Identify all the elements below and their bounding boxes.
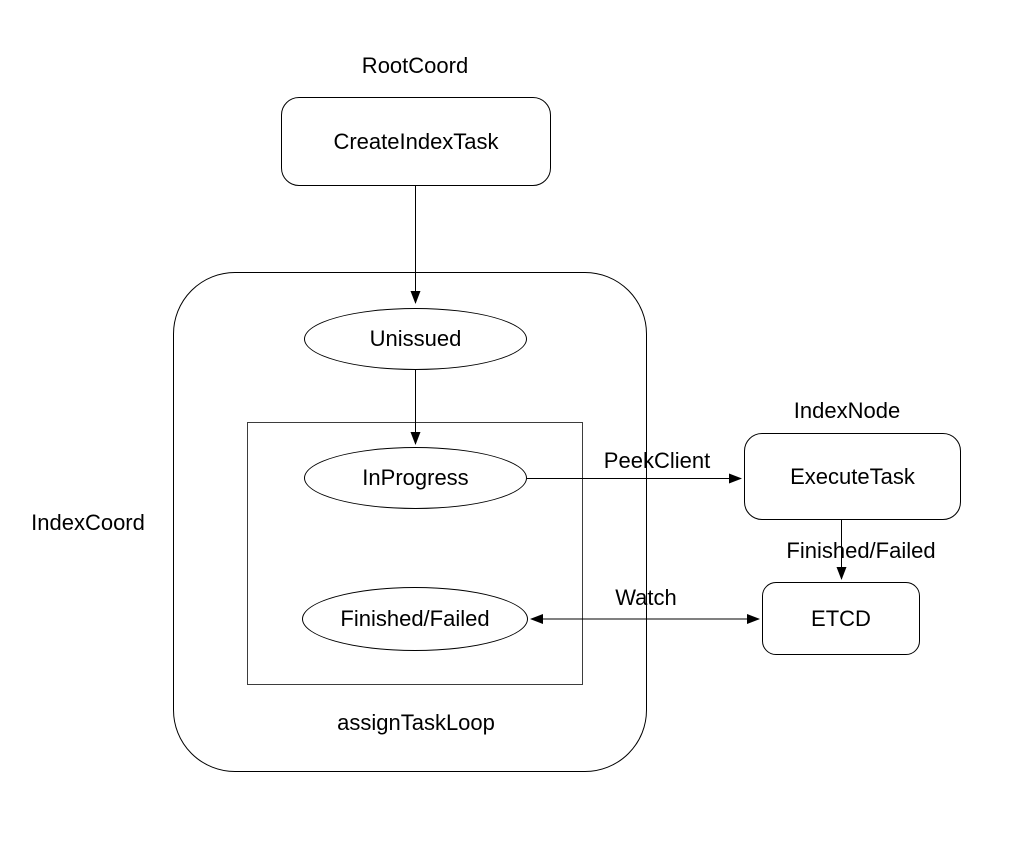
unissued-state: Unissued [304, 308, 527, 370]
execute-task-node: ExecuteTask [744, 433, 961, 520]
watch-edge-label: Watch [615, 584, 677, 610]
execute-task-label: ExecuteTask [790, 463, 915, 489]
indexcoord-label: IndexCoord [31, 509, 145, 535]
indexnode-label: IndexNode [793, 397, 901, 423]
assign-task-loop-label: assignTaskLoop [337, 709, 495, 735]
peek-client-edge-label: PeekClient [603, 447, 711, 473]
etcd-node: ETCD [762, 582, 920, 655]
in-progress-state: InProgress [304, 447, 527, 509]
indexcoord-container [173, 272, 647, 772]
rootcoord-label: RootCoord [361, 52, 469, 78]
in-progress-label: InProgress [362, 465, 469, 490]
finished-failed-state: Finished/Failed [302, 587, 528, 651]
unissued-label: Unissued [369, 326, 462, 351]
etcd-label: ETCD [811, 605, 871, 631]
finished-failed-edge-label: Finished/Failed [786, 537, 936, 563]
create-index-task-label: CreateIndexTask [333, 128, 499, 154]
finished-failed-label: Finished/Failed [340, 606, 490, 631]
create-index-task-node: CreateIndexTask [281, 97, 551, 186]
